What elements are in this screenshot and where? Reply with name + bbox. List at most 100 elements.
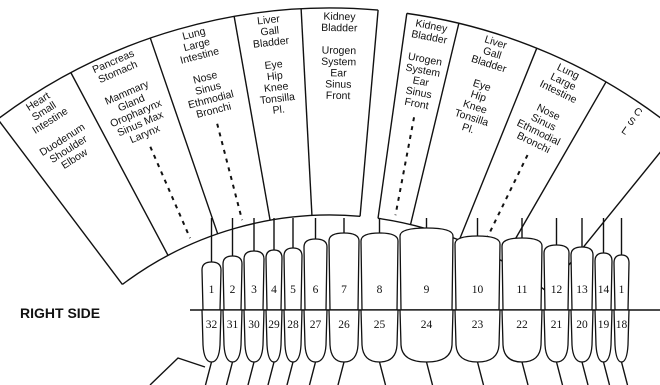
lower-tooth: 19 (595, 310, 612, 362)
tooth-connector-line (522, 362, 528, 385)
lower-tooth-number: 22 (516, 319, 528, 331)
organ-label: Bladder (252, 35, 290, 51)
tooth-connector-line (227, 362, 233, 385)
upper-tooth-crown (304, 239, 327, 310)
lower-tooth-crown (244, 310, 264, 362)
upper-tooth-crown (244, 251, 264, 310)
organ-label: Bladder (321, 22, 358, 35)
lower-tooth-number: 31 (227, 319, 239, 331)
tooth-connector-line (478, 362, 484, 385)
organ-label: Pl. (272, 103, 286, 116)
tooth-connector-line (248, 362, 254, 385)
organ-segment: LungLargeIntestineNoseSinusEthmodialBron… (484, 61, 582, 244)
tooth-connector-line (287, 362, 293, 385)
upper-tooth: 1 (202, 262, 221, 310)
upper-tooth: 11 (502, 238, 542, 310)
lower-tooth-crown (329, 310, 359, 362)
lower-tooth: 23 (455, 310, 500, 362)
lower-tooth: 32 (202, 310, 221, 362)
lower-tooth-number: 30 (248, 319, 260, 331)
upper-tooth: 9 (400, 228, 453, 310)
tooth-connector-line (582, 362, 588, 385)
organ-label: Front (326, 90, 351, 102)
lower-tooth-number: 29 (268, 319, 280, 331)
upper-tooth-number: 10 (472, 284, 484, 296)
lower-tooth: 28 (284, 310, 302, 362)
upper-tooth-crown (400, 228, 453, 310)
fan-divider (150, 38, 217, 234)
tooth-connector-line (206, 362, 212, 385)
lower-tooth-number: 20 (576, 319, 588, 331)
lower-tooth-number: 26 (338, 319, 350, 331)
upper-tooth: 7 (329, 233, 359, 310)
upper-tooth-crown (502, 238, 542, 310)
upper-tooth-crown (614, 255, 629, 310)
upper-tooth-number: 1 (209, 284, 215, 296)
upper-tooth-number: 7 (341, 284, 347, 296)
lower-tooth: 25 (361, 310, 398, 362)
tooth-connector-line (338, 362, 344, 385)
upper-tooth-crown (455, 236, 500, 310)
tooth-connector-line (380, 362, 386, 385)
upper-tooth: 14 (595, 253, 612, 310)
lower-tooth-number: 23 (472, 319, 484, 331)
tooth-connector-line (427, 362, 433, 385)
upper-teeth-row: 12345678910111213141 (202, 228, 629, 310)
lower-tooth-crown (284, 310, 302, 362)
upper-tooth: 12 (544, 245, 569, 310)
lower-tooth-number: 32 (206, 319, 218, 331)
lower-tooth-crown (614, 310, 629, 362)
upper-tooth-crown (329, 233, 359, 310)
upper-tooth-number: 9 (424, 284, 430, 296)
lower-tooth-number: 18 (616, 319, 628, 331)
upper-tooth: 3 (244, 251, 264, 310)
dashed-connector (395, 117, 414, 215)
upper-tooth: 13 (571, 247, 593, 310)
lower-tooth-crown (304, 310, 327, 362)
tooth-connector-line (604, 362, 610, 385)
dashed-connector (150, 147, 190, 238)
upper-tooth-number: 13 (576, 284, 588, 296)
upper-tooth-number: 12 (551, 284, 563, 296)
lower-tooth: 27 (304, 310, 327, 362)
lower-tooth-crown (502, 310, 542, 362)
lower-tooth-number: 19 (598, 319, 610, 331)
lower-tooth-crown (595, 310, 612, 362)
upper-tooth-crown (571, 247, 593, 310)
upper-tooth-number: 1 (619, 284, 625, 296)
lower-tooth-number: 28 (287, 319, 299, 331)
lower-tooth: 24 (400, 310, 453, 362)
lower-tooth-crown (361, 310, 398, 362)
lower-fan-edge (150, 358, 205, 385)
fan-divider (301, 9, 312, 216)
upper-tooth-number: 11 (516, 284, 527, 296)
upper-tooth-crown (361, 233, 398, 310)
lower-tooth: 21 (544, 310, 569, 362)
upper-tooth-number: 5 (290, 284, 296, 296)
dashed-connector (217, 124, 242, 220)
dashed-connector (484, 155, 528, 245)
upper-tooth-number: 8 (377, 284, 383, 296)
lower-tooth-crown (571, 310, 593, 362)
lower-tooth: 29 (266, 310, 282, 362)
organ-segment: PancreasStomachMammaryGlandOropharynxSin… (91, 47, 190, 238)
upper-tooth: 8 (361, 233, 398, 310)
upper-tooth-number: 6 (313, 284, 319, 296)
lower-tooth-crown (544, 310, 569, 362)
upper-tooth-number: 4 (271, 284, 277, 296)
upper-tooth-crown (595, 253, 612, 310)
organ-segment: LiverGallBladderEyeHipKneeTonsillaPl. (453, 33, 509, 136)
fan-divider (378, 13, 407, 218)
lower-tooth: 20 (571, 310, 593, 362)
lower-tooth-crown (400, 310, 453, 362)
lower-tooth-number: 21 (551, 319, 563, 331)
lower-tooth-crown (202, 310, 221, 362)
upper-tooth: 4 (266, 250, 282, 310)
organ-segment: LungLargeIntestineNoseSinusEthmodialBron… (179, 25, 242, 220)
upper-tooth-crown (284, 248, 302, 310)
